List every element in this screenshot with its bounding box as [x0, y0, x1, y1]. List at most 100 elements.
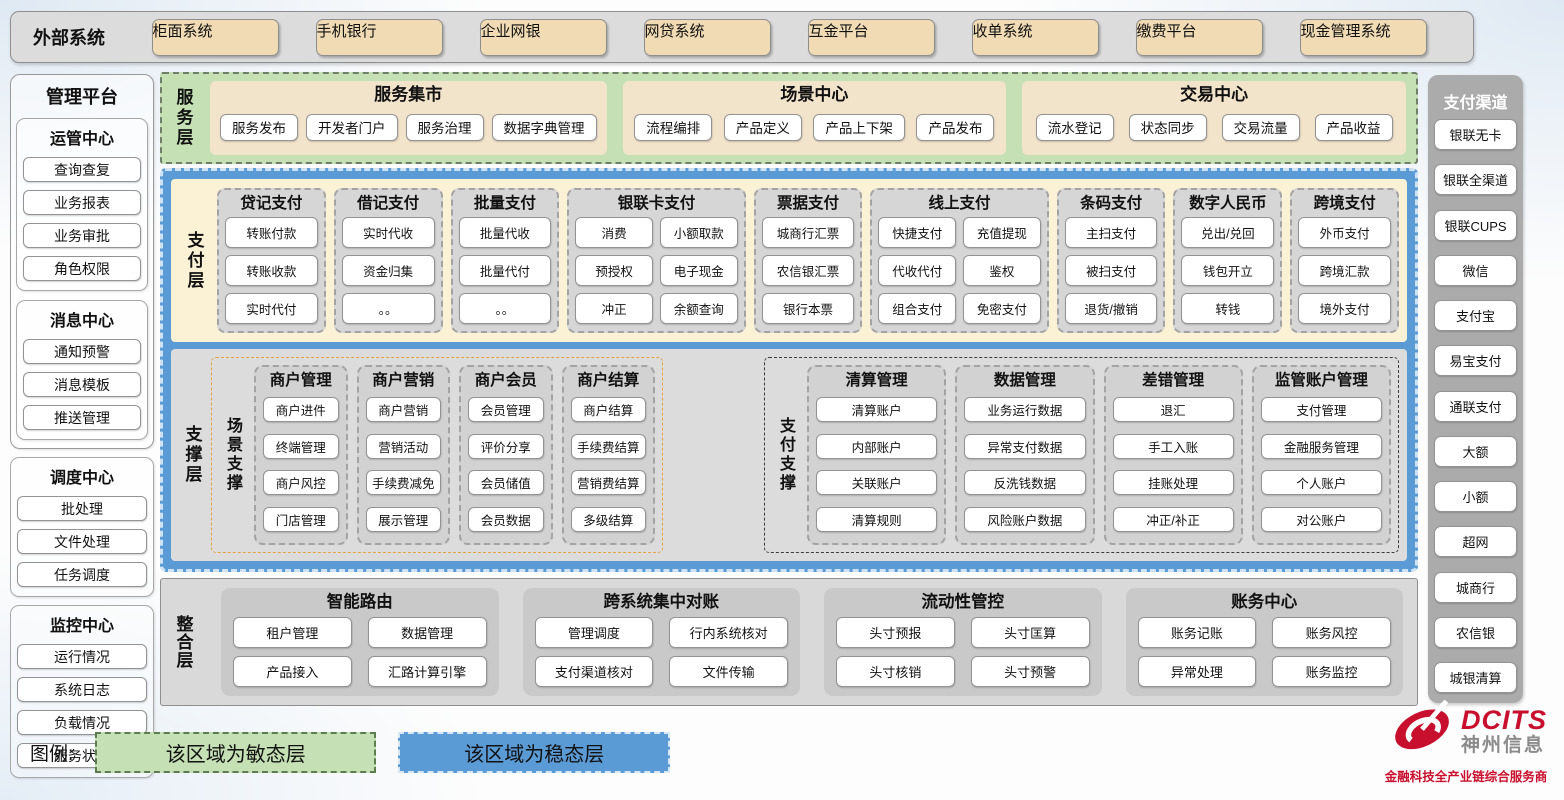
payment-channel-button[interactable]: 微信: [1434, 254, 1517, 286]
support-item-button[interactable]: 内部账户: [816, 433, 938, 459]
support-item-button[interactable]: 风险账户数据: [964, 507, 1086, 533]
integration-item-button[interactable]: 头寸匡算: [970, 617, 1090, 648]
support-item-button[interactable]: 异常支付数据: [964, 433, 1086, 459]
payment-item-button[interactable]: 。。: [341, 293, 435, 324]
support-item-button[interactable]: 挂账处理: [1112, 470, 1234, 496]
integration-item-button[interactable]: 账务记账: [1137, 617, 1257, 648]
integration-item-button[interactable]: 账务监控: [1272, 656, 1391, 687]
external-system-button[interactable]: 收单系统: [971, 18, 1099, 56]
payment-item-button[interactable]: 批量代收: [458, 217, 552, 248]
support-item-button[interactable]: 金融服务管理: [1260, 433, 1382, 459]
payment-item-button[interactable]: 实时代收: [341, 217, 435, 248]
payment-item-button[interactable]: 充值提现: [963, 217, 1041, 248]
support-item-button[interactable]: 清算账户: [816, 396, 938, 422]
payment-channel-button[interactable]: 大额: [1434, 435, 1517, 467]
integration-item-button[interactable]: 头寸预报: [836, 617, 955, 648]
support-item-button[interactable]: 会员管理: [468, 396, 544, 422]
integration-item-button[interactable]: 账务风控: [1272, 617, 1391, 648]
integration-item-button[interactable]: 产品接入: [233, 656, 352, 687]
management-item-button[interactable]: 批处理: [17, 496, 147, 521]
integration-item-button[interactable]: 行内系统核对: [669, 617, 788, 648]
payment-channel-button[interactable]: 银联无卡: [1434, 119, 1517, 150]
payment-item-button[interactable]: 被扫支付: [1064, 255, 1158, 286]
management-item-button[interactable]: 负载情况: [17, 710, 147, 735]
service-item-button[interactable]: 状态同步: [1128, 113, 1207, 141]
support-item-button[interactable]: 门店管理: [263, 507, 339, 533]
management-item-button[interactable]: 文件处理: [17, 529, 147, 554]
support-item-button[interactable]: 手续费减免: [365, 470, 441, 496]
payment-item-button[interactable]: 转账收款: [225, 255, 318, 286]
integration-item-button[interactable]: 汇路计算引擎: [367, 656, 487, 687]
payment-item-button[interactable]: 冲正: [575, 293, 653, 324]
integration-item-button[interactable]: 异常处理: [1137, 656, 1257, 687]
management-item-button[interactable]: 消息模板: [23, 372, 141, 397]
integration-item-button[interactable]: 租户管理: [233, 617, 352, 648]
support-item-button[interactable]: 关联账户: [816, 470, 938, 496]
integration-item-button[interactable]: 头寸预警: [970, 656, 1090, 687]
payment-channel-button[interactable]: 城商行: [1434, 571, 1517, 603]
support-item-button[interactable]: 业务运行数据: [964, 396, 1086, 422]
payment-item-button[interactable]: 余额查询: [659, 293, 738, 324]
service-item-button[interactable]: 服务治理: [405, 113, 484, 141]
support-item-button[interactable]: 展示管理: [365, 507, 441, 533]
support-item-button[interactable]: 多级结算: [570, 507, 646, 533]
support-item-button[interactable]: 手续费结算: [570, 433, 646, 459]
payment-item-button[interactable]: 钱包开立: [1181, 255, 1275, 286]
payment-item-button[interactable]: 代收代付: [878, 255, 957, 286]
payment-item-button[interactable]: 兑出/兑回: [1181, 217, 1275, 248]
support-item-button[interactable]: 商户风控: [263, 470, 339, 496]
payment-channel-button[interactable]: 超网: [1434, 526, 1517, 558]
management-item-button[interactable]: 运行情况: [17, 644, 147, 669]
service-item-button[interactable]: 产品收益: [1314, 113, 1393, 141]
integration-item-button[interactable]: 管理调度: [534, 617, 654, 648]
payment-channel-button[interactable]: 小额: [1434, 481, 1517, 512]
management-item-button[interactable]: 通知预警: [23, 339, 141, 364]
payment-channel-button[interactable]: 通联支付: [1434, 390, 1517, 422]
management-item-button[interactable]: 任务调度: [17, 562, 147, 587]
payment-item-button[interactable]: 农信银汇票: [761, 255, 855, 286]
payment-item-button[interactable]: 消费: [575, 217, 653, 248]
management-item-button[interactable]: 业务审批: [23, 223, 141, 248]
support-item-button[interactable]: 营销费结算: [570, 470, 646, 496]
payment-item-button[interactable]: 实时代付: [225, 293, 318, 324]
support-item-button[interactable]: 商户结算: [570, 396, 646, 422]
support-item-button[interactable]: 手工入账: [1112, 433, 1234, 459]
service-item-button[interactable]: 流程编排: [634, 113, 713, 141]
payment-channel-button[interactable]: 银联CUPS: [1434, 209, 1517, 241]
payment-item-button[interactable]: 小额取款: [659, 217, 738, 248]
payment-channel-button[interactable]: 银联全渠道: [1434, 164, 1517, 196]
support-item-button[interactable]: 个人账户: [1260, 470, 1382, 496]
service-item-button[interactable]: 流水登记: [1035, 113, 1114, 141]
payment-item-button[interactable]: 鉴权: [963, 255, 1041, 286]
management-item-button[interactable]: 系统日志: [17, 677, 147, 702]
payment-channel-button[interactable]: 城银清算: [1434, 662, 1517, 693]
external-system-button[interactable]: 柜面系统: [151, 18, 279, 56]
payment-item-button[interactable]: 外币支付: [1298, 217, 1392, 248]
payment-item-button[interactable]: 资金归集: [341, 255, 435, 286]
management-item-button[interactable]: 推送管理: [23, 405, 141, 430]
external-system-button[interactable]: 缴费平台: [1135, 18, 1263, 56]
service-item-button[interactable]: 开发者门户: [306, 113, 398, 141]
external-system-button[interactable]: 手机银行: [315, 18, 443, 56]
service-item-button[interactable]: 产品定义: [723, 113, 802, 141]
support-item-button[interactable]: 会员数据: [468, 507, 544, 533]
external-system-button[interactable]: 现金管理系统: [1299, 18, 1427, 56]
external-system-button[interactable]: 互金平台: [807, 18, 935, 56]
payment-channel-button[interactable]: 农信银: [1434, 616, 1517, 648]
service-item-button[interactable]: 产品发布: [916, 113, 995, 141]
payment-item-button[interactable]: 转钱: [1181, 293, 1275, 324]
payment-item-button[interactable]: 城商行汇票: [761, 217, 855, 248]
integration-item-button[interactable]: 文件传输: [669, 656, 788, 687]
payment-item-button[interactable]: 。。: [458, 293, 552, 324]
management-item-button[interactable]: 查询查复: [23, 157, 141, 182]
payment-item-button[interactable]: 预授权: [575, 255, 653, 286]
support-item-button[interactable]: 支付管理: [1260, 396, 1382, 422]
integration-item-button[interactable]: 数据管理: [367, 617, 487, 648]
support-item-button[interactable]: 清算规则: [816, 507, 938, 533]
payment-item-button[interactable]: 境外支付: [1298, 293, 1392, 324]
external-system-button[interactable]: 企业网银: [479, 18, 607, 56]
integration-item-button[interactable]: 支付渠道核对: [534, 656, 654, 687]
support-item-button[interactable]: 商户营销: [365, 396, 441, 422]
support-item-button[interactable]: 反洗钱数据: [964, 470, 1086, 496]
support-item-button[interactable]: 对公账户: [1260, 507, 1382, 533]
